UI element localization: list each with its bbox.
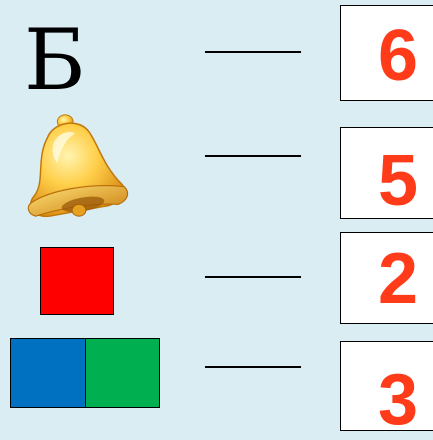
letter-be: Б — [24, 18, 86, 102]
blue-green-block — [10, 338, 160, 408]
blue-square — [11, 339, 86, 407]
red-square — [40, 247, 114, 315]
number-five: 5 — [378, 145, 418, 217]
bell-icon — [20, 108, 138, 226]
dash-line-1 — [205, 51, 301, 53]
dash-line-4 — [205, 366, 301, 368]
number-six: 6 — [378, 20, 418, 92]
green-square — [86, 339, 160, 407]
dash-line-3 — [205, 276, 301, 278]
number-three: 3 — [378, 364, 418, 436]
number-two: 2 — [378, 243, 418, 315]
dash-line-2 — [205, 155, 301, 157]
